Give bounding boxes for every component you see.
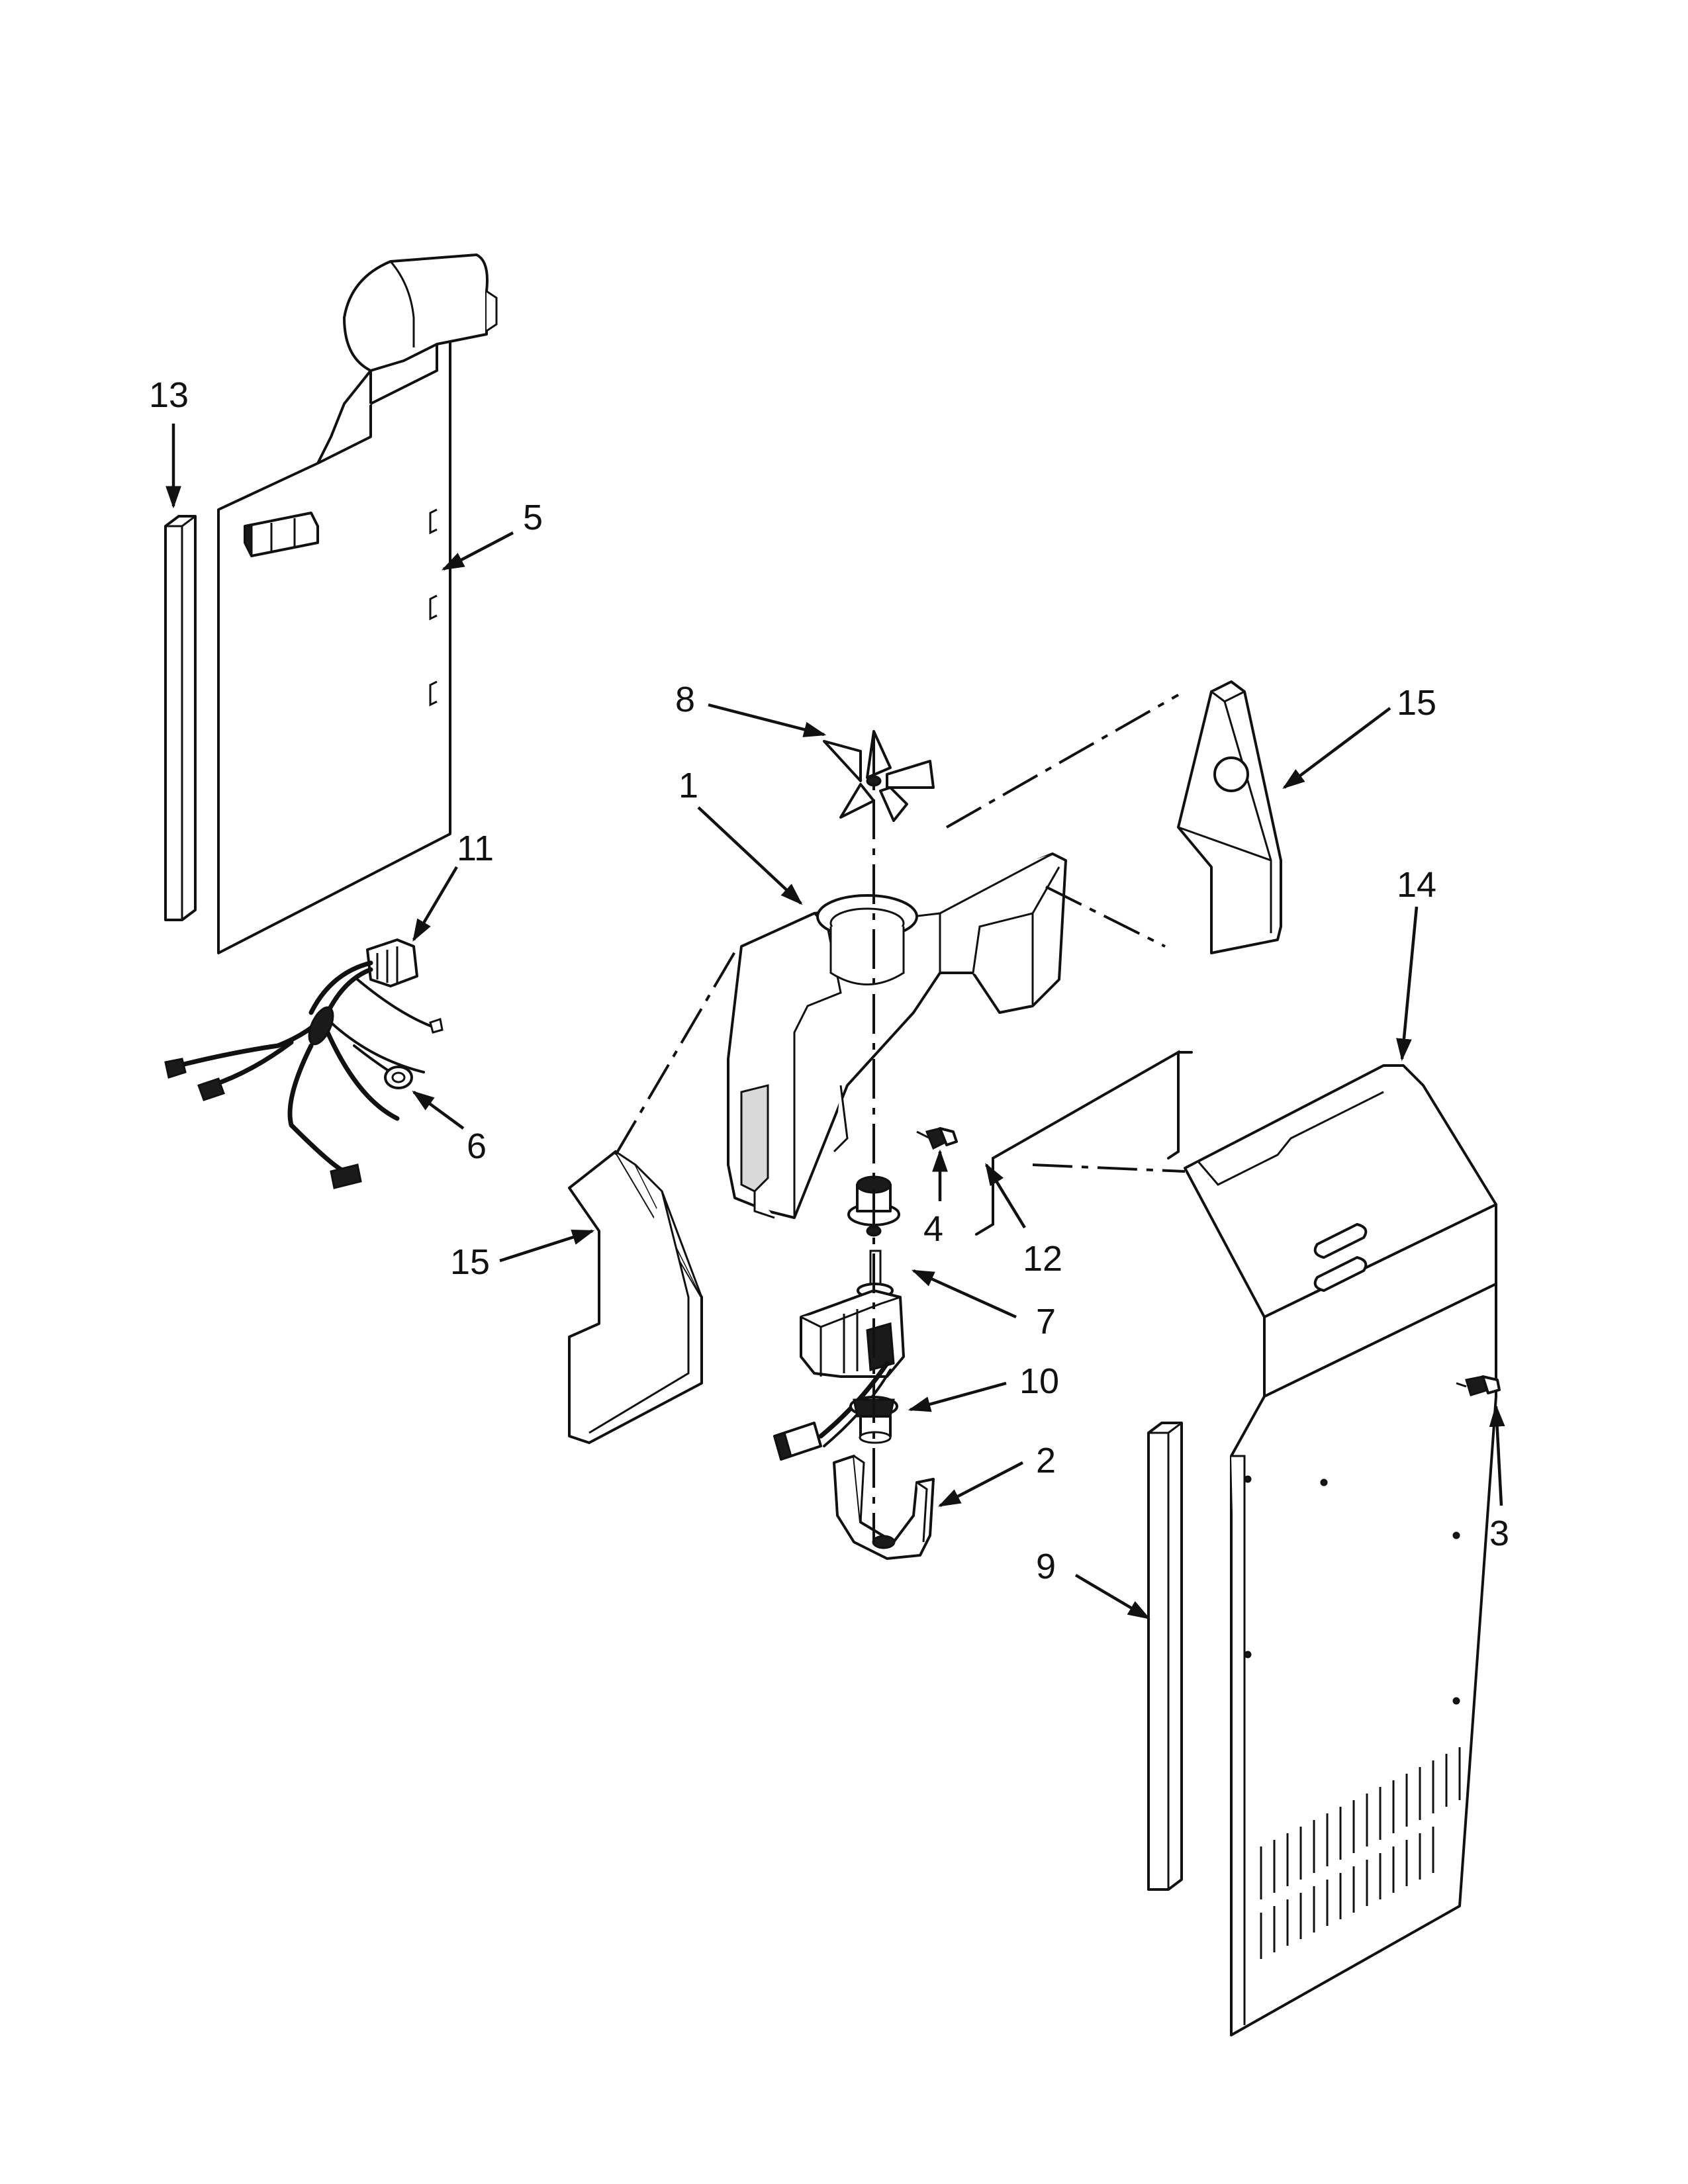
part-15-insulation-right xyxy=(1177,680,1282,954)
callout-13: 13 xyxy=(149,375,189,415)
callout-labels: 13 5 8 1 15 11 14 4 6 12 15 7 10 2 3 9 xyxy=(149,375,1509,1586)
callout-15-left: 15 xyxy=(450,1242,490,1282)
callout-14: 14 xyxy=(1397,865,1436,905)
callout-3: 3 xyxy=(1489,1514,1509,1553)
callout-15-right: 15 xyxy=(1397,683,1436,723)
callout-4: 4 xyxy=(923,1209,943,1249)
callout-2: 2 xyxy=(1036,1441,1056,1480)
part-3-screw xyxy=(1456,1375,1501,1396)
callout-12: 12 xyxy=(1023,1239,1062,1279)
callout-8: 8 xyxy=(675,680,695,719)
callout-11: 11 xyxy=(457,829,494,868)
part-14-rear-panel xyxy=(1184,1064,1497,2036)
part-12-wire-bracket xyxy=(975,1050,1193,1236)
part-4-screw xyxy=(916,1127,958,1150)
leader-lines xyxy=(165,424,1505,1619)
callout-7: 7 xyxy=(1036,1302,1056,1342)
part-9-gasket-strip xyxy=(1147,1422,1183,1891)
part-13-gasket-strip xyxy=(164,515,197,921)
part-5-duct-cover xyxy=(217,253,498,954)
callout-9: 9 xyxy=(1036,1547,1056,1586)
assembly-centerlines xyxy=(614,694,1186,1542)
callout-5: 5 xyxy=(523,498,543,537)
vent-slots xyxy=(1260,1747,1461,1959)
part-11-wire-harness xyxy=(164,938,444,1189)
part-8-fan-blade xyxy=(823,730,935,822)
part-2-motor-bracket xyxy=(833,1455,935,1560)
part-1-fan-shroud xyxy=(727,852,1067,1219)
callout-1: 1 xyxy=(679,766,698,805)
part-6-thermistor xyxy=(353,1044,413,1089)
callout-10: 10 xyxy=(1019,1361,1059,1401)
part-15-insulation-left xyxy=(568,1150,703,1444)
callout-6: 6 xyxy=(467,1126,487,1166)
